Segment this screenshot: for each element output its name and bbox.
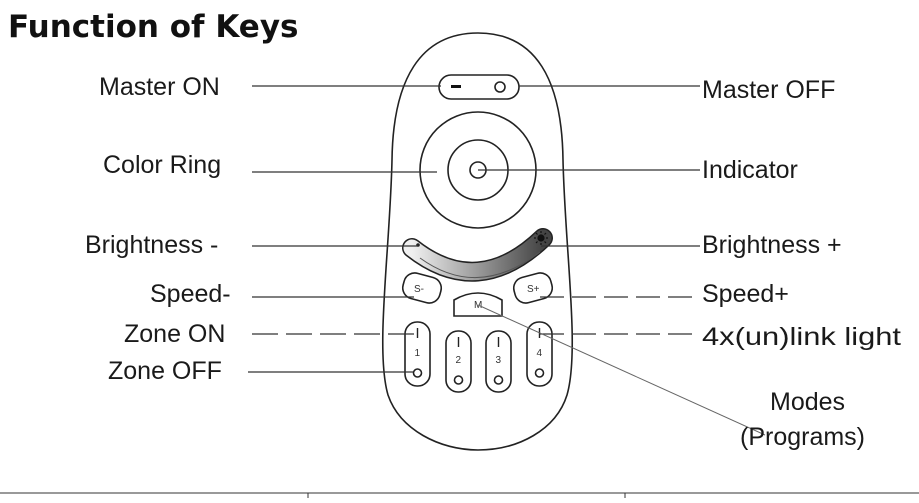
brightness-bright-icon	[534, 231, 548, 245]
speed-plus-key[interactable]: S+	[511, 271, 554, 306]
zone-key-2[interactable]: 2	[445, 330, 472, 393]
zone-key-4[interactable]: 4	[526, 321, 553, 387]
label-color-ring: Color Ring	[103, 151, 221, 179]
zone-key-3[interactable]: 3	[485, 330, 512, 393]
table-edge	[0, 492, 919, 498]
diagram-title: Function of Keys	[8, 9, 299, 45]
zone-key-4-label: 4	[537, 348, 543, 359]
label-brightness-plus: Brightness +	[702, 231, 842, 259]
zone-key-2-label: 2	[456, 355, 462, 366]
label-master-on: Master ON	[99, 73, 220, 101]
label-link-light: 4x(un)link light	[702, 323, 901, 351]
master-off-key[interactable]	[494, 81, 506, 93]
label-master-off: Master OFF	[702, 76, 835, 104]
label-zone-on: Zone ON	[124, 320, 225, 348]
speed-minus-key-label: S-	[414, 284, 424, 295]
zone-key-3-label: 3	[496, 355, 502, 366]
speed-plus-key-label: S+	[527, 284, 540, 295]
brightness-slider[interactable]	[403, 229, 552, 281]
zone-key-1[interactable]: 1	[404, 321, 431, 387]
label-programs: (Programs)	[740, 423, 865, 451]
label-brightness-minus: Brightness -	[85, 231, 218, 259]
label-indicator: Indicator	[702, 156, 798, 184]
speed-minus-key[interactable]: S-	[400, 271, 443, 306]
master-key-pill[interactable]	[438, 74, 520, 100]
label-speed-minus: Speed-	[150, 280, 231, 308]
remote-body	[381, 32, 574, 451]
label-speed-plus: Speed+	[702, 280, 789, 308]
zone-key-1-label: 1	[415, 348, 421, 359]
label-modes: Modes	[770, 388, 845, 416]
leader-modes	[477, 304, 766, 436]
label-zone-off: Zone OFF	[108, 357, 222, 385]
brightness-slider-shadow	[419, 251, 541, 278]
master-on-key[interactable]	[451, 85, 461, 88]
